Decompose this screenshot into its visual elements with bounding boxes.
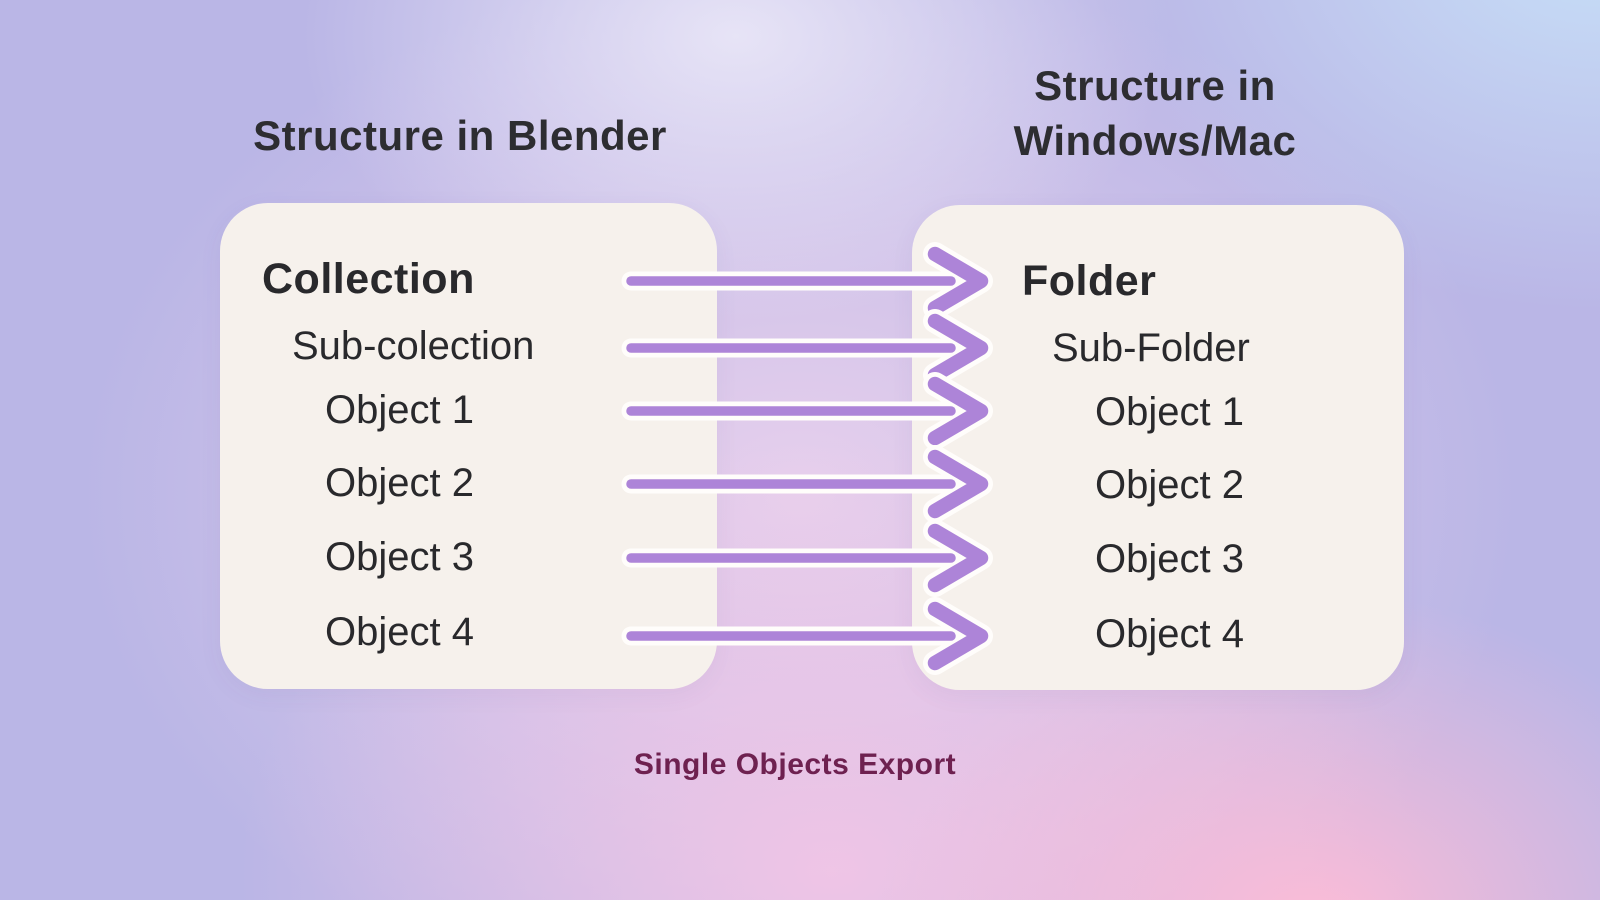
right-column-title-line2: Windows/Mac	[1013, 117, 1297, 164]
windows-item-object-3: Object 3	[1095, 536, 1244, 581]
windows-item-object-2: Object 2	[1095, 462, 1244, 507]
footer-caption: Single Objects Export	[633, 748, 957, 781]
blender-item-collection: Collection	[262, 254, 475, 303]
blender-item-object-1: Object 1	[325, 387, 474, 432]
blender-structure-panel: Collection Sub-colection Object 1 Object…	[220, 203, 717, 689]
windows-item-object-4: Object 4	[1095, 611, 1244, 656]
windows-mac-structure-panel: Folder Sub-Folder Object 1 Object 2 Obje…	[912, 205, 1404, 690]
windows-item-folder: Folder	[1022, 256, 1157, 305]
right-column-title-line1: Structure in	[1034, 62, 1276, 109]
windows-item-object-1: Object 1	[1095, 389, 1244, 434]
left-column-title-text: Structure in Blender	[253, 112, 667, 159]
right-column-title: Structure in Windows/Mac	[900, 58, 1410, 168]
blender-item-object-4: Object 4	[325, 609, 474, 654]
blender-item-object-2: Object 2	[325, 460, 474, 505]
windows-item-sub-folder: Sub-Folder	[1052, 325, 1250, 370]
blender-item-sub-colection: Sub-colection	[292, 323, 535, 368]
blender-item-object-3: Object 3	[325, 534, 474, 579]
left-column-title: Structure in Blender	[200, 108, 720, 163]
